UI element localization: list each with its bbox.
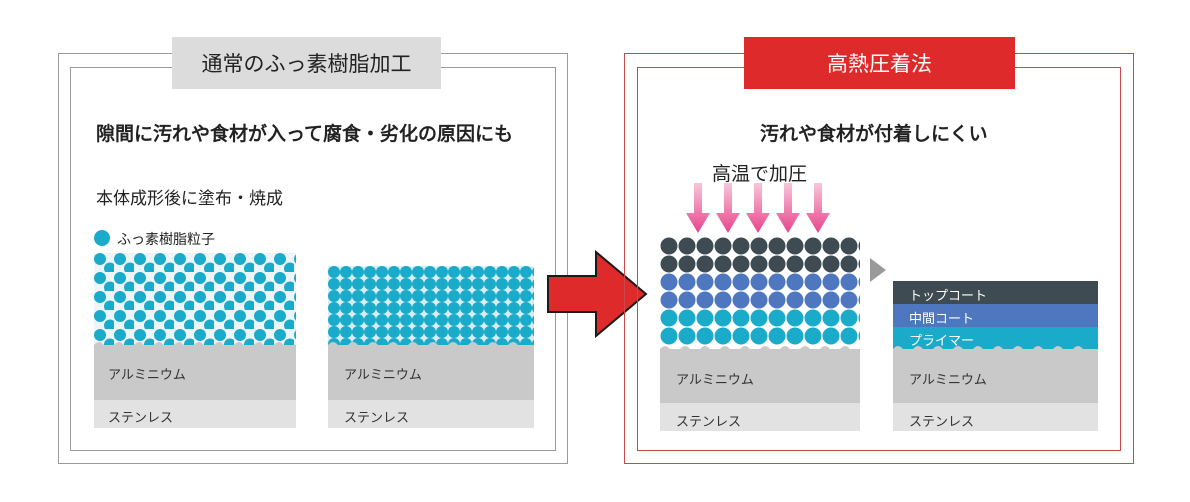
right-sample2-stainless-layer (893, 403, 1098, 431)
left-sample2-stainless-layer (328, 400, 534, 428)
particle-legend-label: ふっ素樹脂粒子 (117, 232, 215, 248)
pressure-label: 高温で加圧 (712, 163, 808, 185)
right-sample1-stainless-layer (660, 403, 860, 431)
left-sample2-stainless-label: ステンレス (344, 411, 410, 426)
right-sample1-aluminum-layer (660, 349, 860, 403)
left-sample1-aluminum-label: アルミニウム (108, 368, 186, 383)
right-sample2-stainless-label: ステンレス (909, 415, 975, 430)
right-sample1-wavy-edge (660, 346, 860, 353)
left-sample2-aluminum-layer (328, 345, 534, 400)
left-sample2-aluminum-label: アルミニウム (344, 368, 422, 383)
left-panel-title: 通常のふっ素樹脂加工 (172, 37, 441, 89)
left-sample1-stainless-layer (94, 400, 296, 428)
left-sample1-particles (94, 253, 296, 345)
right-panel-heading: 汚れや食材が付着しにくい (760, 123, 988, 145)
pressure-arrows-icon (686, 183, 830, 233)
right-panel-title: 高熱圧着法 (744, 37, 1015, 89)
transition-arrow-icon (547, 250, 648, 338)
right-sample2-aluminum-label: アルミニウム (909, 373, 987, 388)
particle-legend-dot-icon (94, 230, 110, 246)
left-panel-subheading: 本体成形後に塗布・焼成 (96, 189, 283, 209)
left-sample1-wavy-edge (94, 342, 296, 349)
right-sample1-stainless-label: ステンレス (676, 415, 742, 430)
top-coat-label: トップコート (909, 289, 988, 304)
right-sample2-wavy-edge (893, 346, 1098, 353)
left-sample1-stainless-label: ステンレス (108, 411, 174, 426)
right-sample2-aluminum-layer (893, 349, 1098, 403)
left-panel-heading: 隙間に汚れや食材が入って腐食・劣化の原因にも (96, 123, 514, 145)
top-coat-layer (893, 281, 1098, 304)
left-sample2-particles (328, 266, 534, 345)
right-sample1-particles (660, 237, 860, 347)
right-sample1-aluminum-label: アルミニウム (676, 373, 754, 388)
left-sample2-wavy-edge (328, 342, 534, 349)
primer-layer (893, 327, 1098, 349)
left-sample1-aluminum-layer (94, 345, 296, 400)
middle-coat-label: 中間コート (909, 312, 975, 327)
middle-coat-layer (893, 304, 1098, 327)
primer-label: プライマー (909, 334, 975, 349)
small-arrow-icon (870, 258, 886, 282)
